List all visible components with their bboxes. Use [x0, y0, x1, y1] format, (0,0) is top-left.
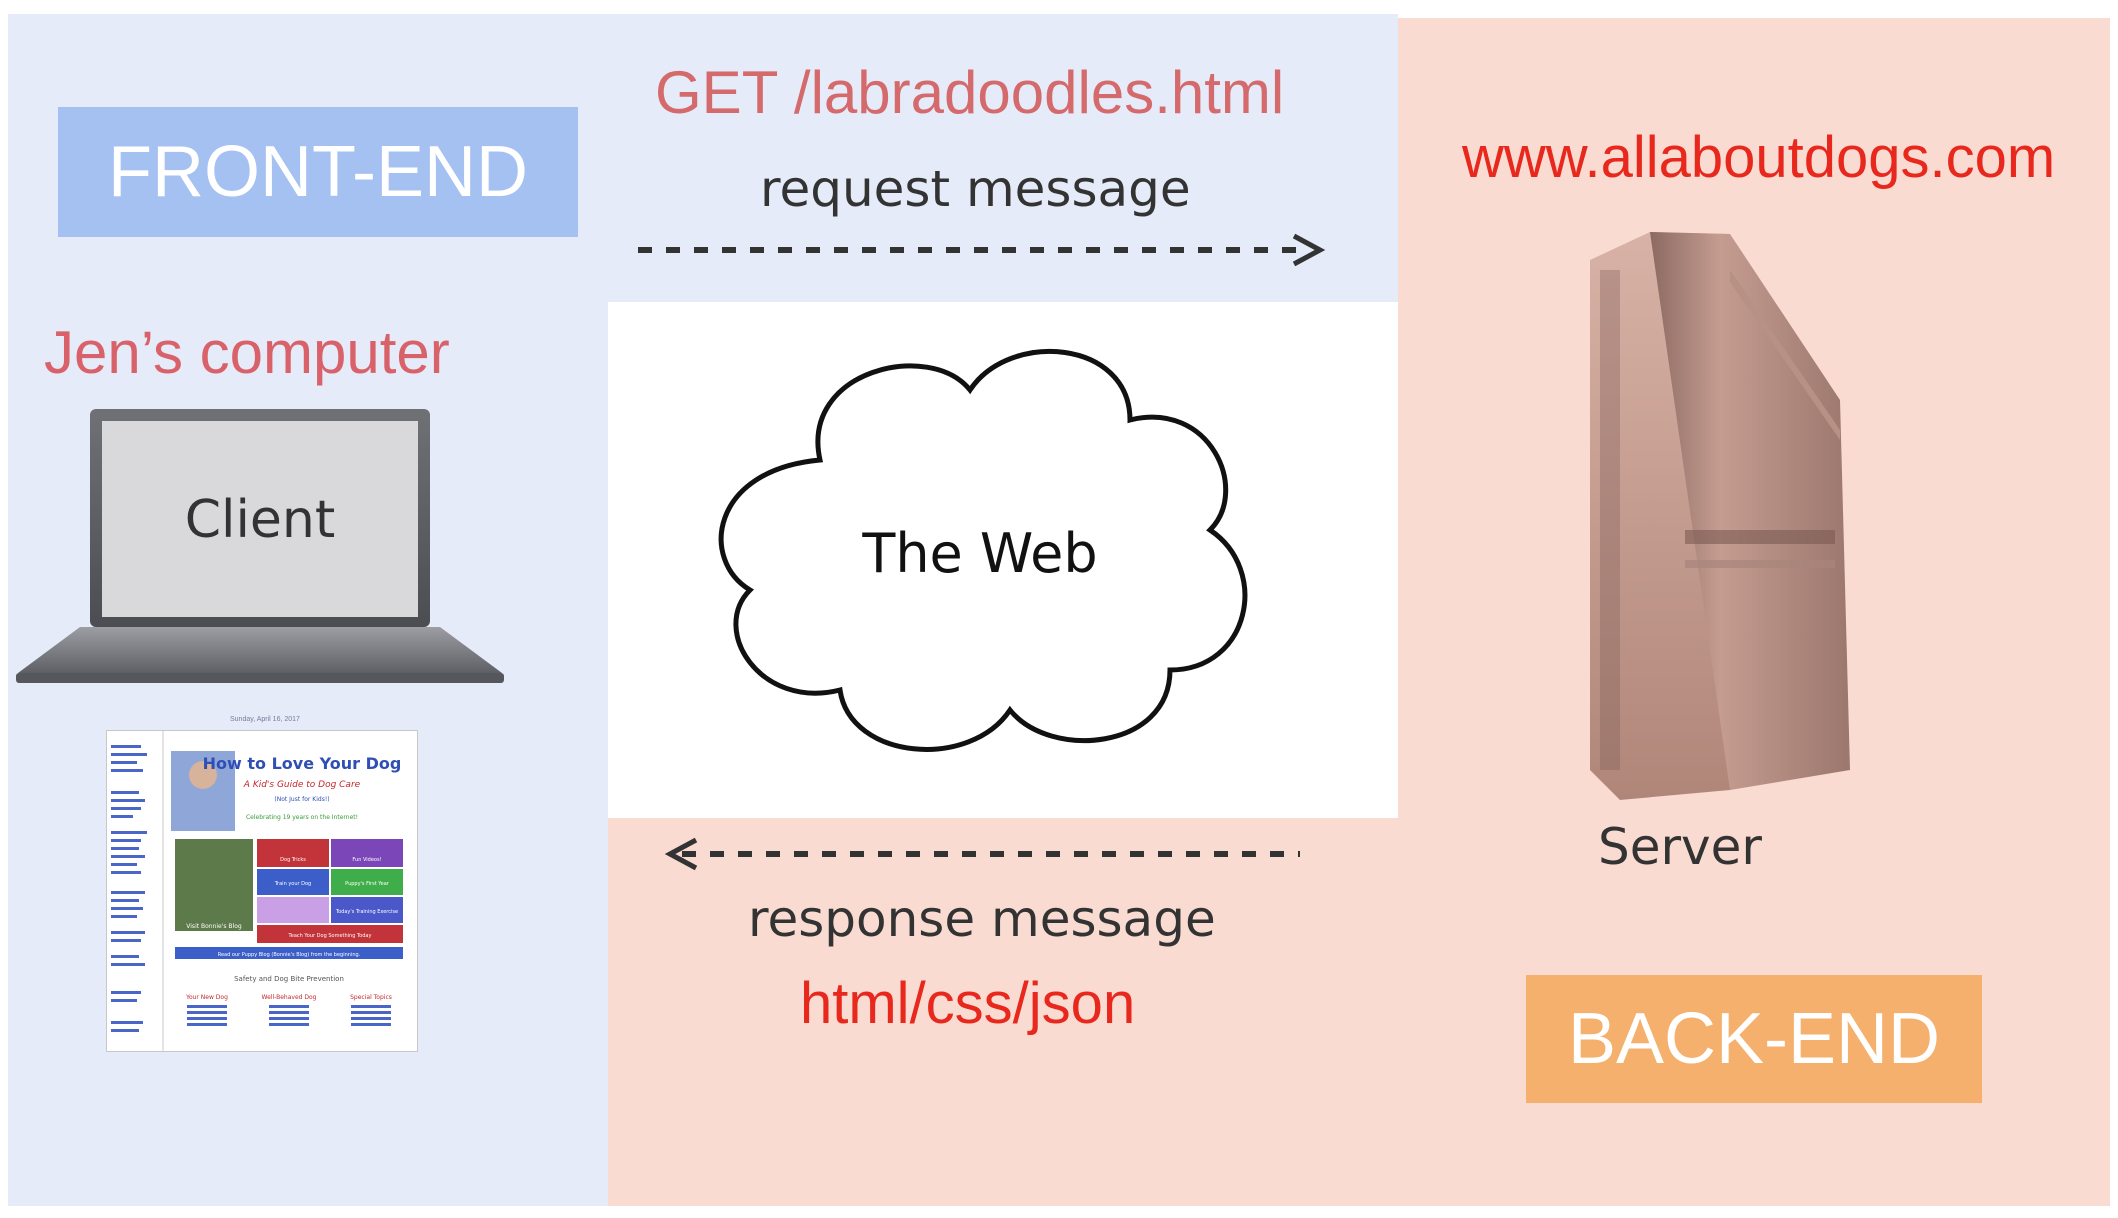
- thumbnail-tile: Puppy's First Year: [345, 881, 390, 887]
- thumbnail-column-heading: Your New Dog: [185, 994, 228, 1001]
- client-owner-label: Jen’s computer: [44, 319, 450, 386]
- thumbnail-blog-banner: Read our Puppy Blog (Bonnie's Blog) from…: [218, 952, 361, 958]
- response-panel: [608, 818, 1398, 1206]
- web-cloud-icon: The Web: [718, 348, 1248, 752]
- request-caption: request message: [760, 160, 1191, 218]
- thumbnail-date: Sunday, April 16, 2017: [230, 716, 300, 723]
- response-arrow: [664, 837, 1300, 871]
- request-panel: [608, 14, 1398, 302]
- thumbnail-tile: Train your Dog: [274, 881, 312, 887]
- thumbnail-safety-heading: Safety and Dog Bite Prevention: [234, 975, 344, 983]
- thumbnail-tile: Dog Tricks: [280, 857, 306, 863]
- thumbnail-tile: Teach Your Dog Something Today: [288, 933, 372, 939]
- thumbnail-column-heading: Well-Behaved Dog: [262, 994, 317, 1001]
- laptop-icon: Client: [16, 409, 504, 683]
- back-end-badge: BACK-END: [1526, 975, 1982, 1103]
- server-icon: [1590, 232, 1850, 800]
- request-line: GET /labradoodles.html: [655, 59, 1285, 126]
- thumbnail-column-heading: Special Topics: [350, 994, 392, 1001]
- thumbnail-tile: Today's Training Exercise: [335, 909, 398, 915]
- client-label: Client: [185, 490, 336, 550]
- front-end-badge: FRONT-END: [58, 107, 578, 237]
- request-arrow: [638, 233, 1326, 267]
- response-caption: response message: [748, 890, 1216, 948]
- thumbnail-tile: Fun Videos!: [352, 857, 381, 863]
- response-types: html/css/json: [800, 971, 1136, 1036]
- thumbnail-title: How to Love Your Dog: [203, 754, 402, 773]
- website-thumbnail-graphic: How to Love Your Dog A Kid's Guide to Do…: [111, 731, 403, 1051]
- server-label: Server: [1598, 818, 1762, 876]
- thumbnail-blog-caption: Visit Bonnie's Blog: [186, 923, 242, 930]
- web-label: The Web: [861, 522, 1097, 585]
- server-domain: www.allaboutdogs.com: [1462, 125, 2056, 190]
- thumbnail-tagline: (Not Just for Kids!): [274, 796, 329, 803]
- thumbnail-subtitle: A Kid's Guide to Dog Care: [243, 780, 361, 790]
- website-thumbnail: How to Love Your Dog A Kid's Guide to Do…: [106, 730, 418, 1052]
- thumbnail-celebrating: Celebrating 19 years on the Internet!: [246, 814, 358, 821]
